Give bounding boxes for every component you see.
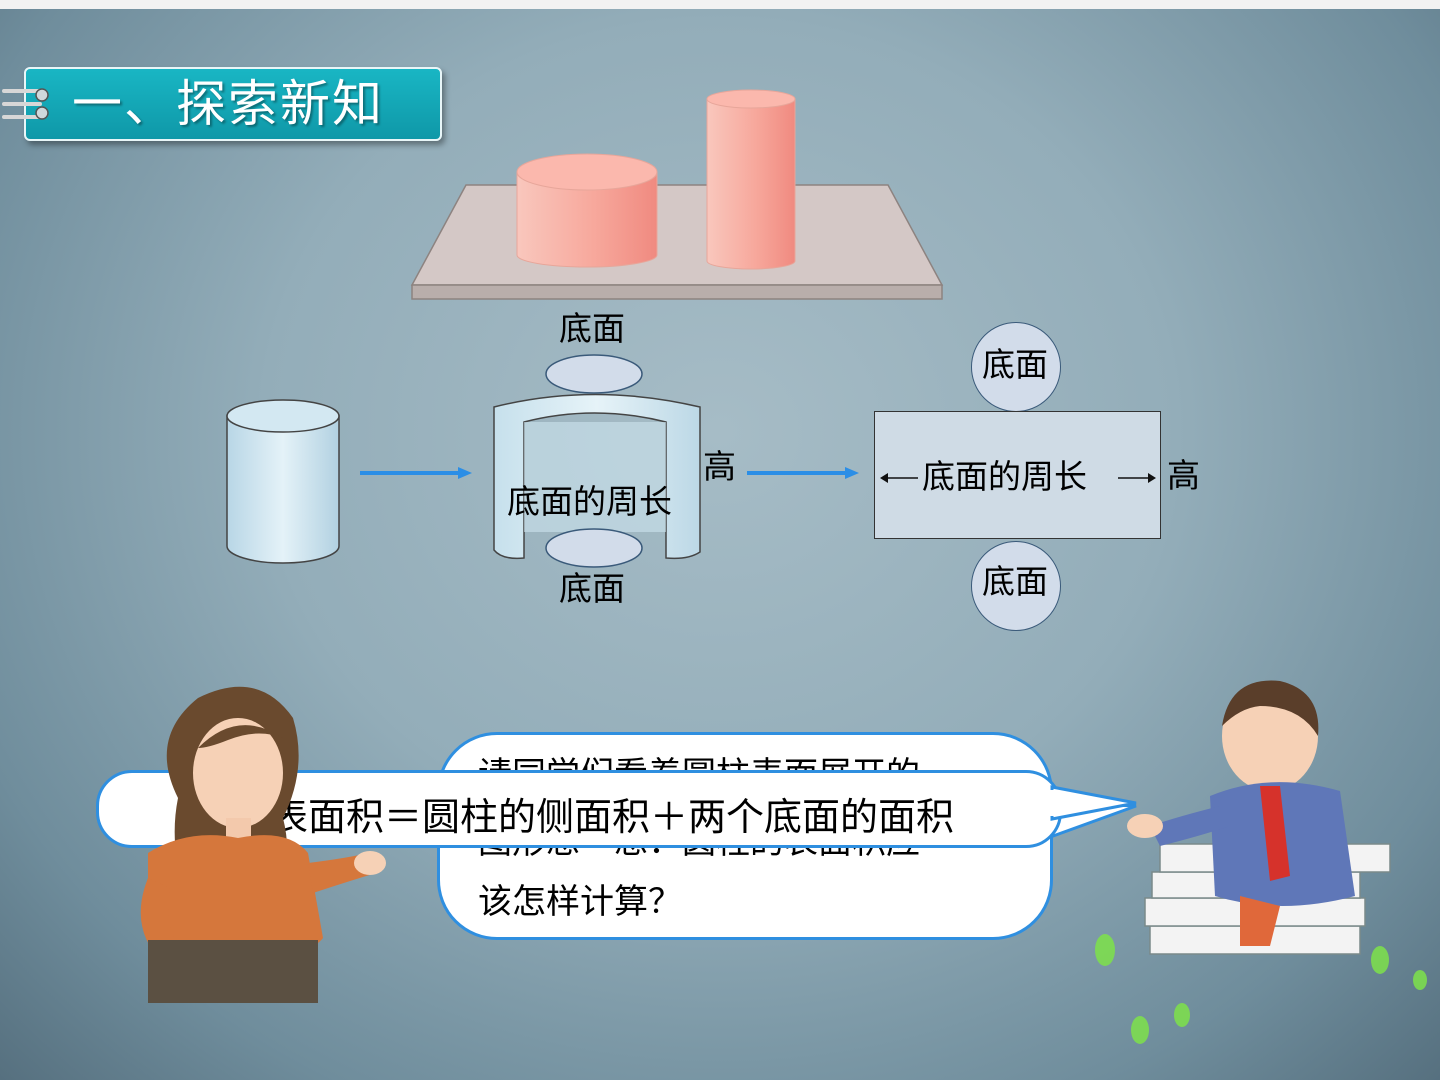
bottom-base-label: 底面 [559, 569, 625, 608]
net-side-rectangle [874, 411, 1161, 539]
decorative-drops [1095, 934, 1427, 1044]
circumference-label-curved: 底面的周长 [507, 482, 672, 521]
arrow-right-icon [360, 467, 472, 479]
question-line-3: 该怎样计算？ [478, 882, 682, 922]
section-title: 一、探索新知 [72, 75, 384, 133]
boy-illustration [1127, 680, 1391, 955]
height-label-right: 高 [1167, 456, 1200, 495]
platform-cylinders-illustration [410, 89, 944, 300]
cylinder-unrolling-illustration [493, 354, 701, 568]
teacher-illustration [140, 686, 386, 1003]
cylinder-closed-illustration [226, 399, 340, 564]
arrow-right-icon-2 [747, 467, 859, 479]
surface-area-formula: 表面积＝圆柱的侧面积＋两个底面的面积 [270, 795, 955, 839]
height-label-middle: 高 [703, 447, 736, 486]
net-bottom-circle [971, 541, 1061, 631]
rect-circumference-label: 底面的周长 [922, 457, 1087, 496]
binder-rings-icon [2, 88, 49, 120]
dimension-arrows [880, 473, 1156, 483]
top-base-label: 底面 [559, 309, 625, 348]
section-title-box [24, 67, 442, 141]
top-strip [0, 0, 1440, 9]
formula-bubble-tail [1050, 785, 1137, 821]
net-bottom-circle-label: 底面 [982, 562, 1048, 601]
net-top-circle-label: 底面 [982, 345, 1048, 384]
